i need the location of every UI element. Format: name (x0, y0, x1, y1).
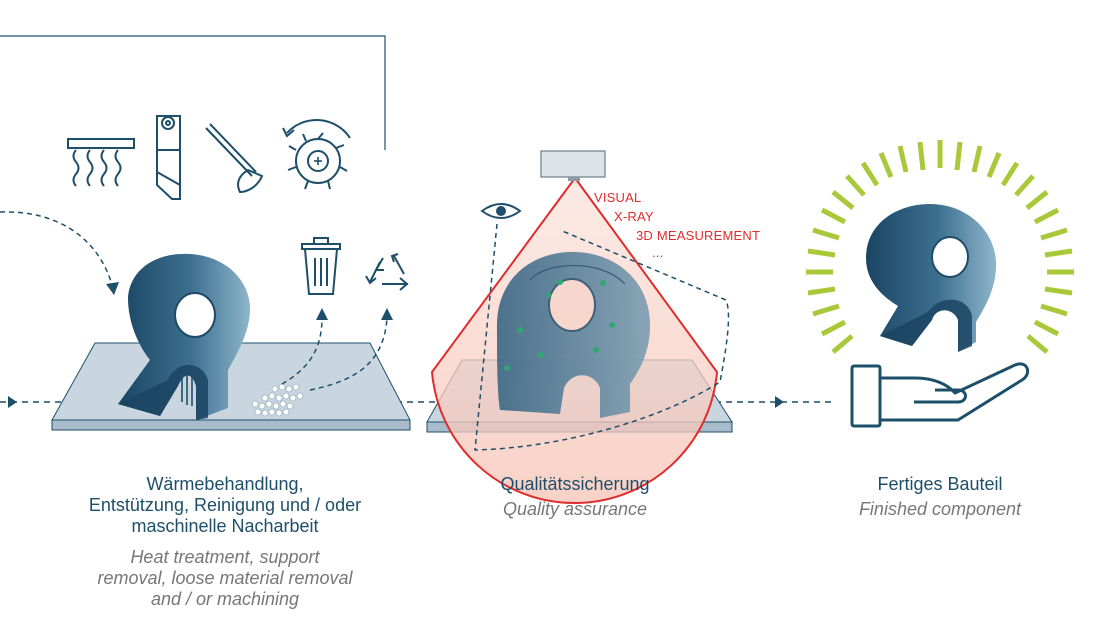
brush-icon (205, 123, 264, 194)
stage-2-part (496, 251, 651, 418)
qa-method-more: ... (652, 245, 664, 260)
process-arrow-3 (775, 396, 784, 408)
to-recycle-arrow (309, 317, 388, 391)
stage-3-subtitle: Finished component (858, 499, 1022, 519)
qa-method-visual: VISUAL (594, 190, 642, 205)
hand-icon (850, 362, 1030, 428)
heat-treatment-icon (67, 138, 135, 187)
eye-icon (480, 203, 522, 219)
stage-2-title: Qualitätssicherung (500, 474, 650, 494)
recycle-icon (365, 253, 409, 291)
to-trash-arrow (281, 317, 323, 385)
qa-method-3d-measurement: 3D MEASUREMENT (636, 228, 761, 243)
stage-3-caption: Fertiges Bauteil Finished component (810, 474, 1070, 520)
glow-static (806, 140, 1074, 354)
feedback-loop-line (0, 35, 386, 150)
cutter-icon (156, 115, 181, 200)
stage-2-subtitle: Quality assurance (502, 499, 648, 519)
stage-1-subtitle: Heat treatment, support removal, loose m… (97, 547, 353, 609)
stage-3-title: Fertiges Bauteil (877, 474, 1003, 494)
stage-1-title: Wärmebehandlung, Entstützung, Reinigung … (88, 474, 362, 536)
trash-icon (301, 237, 341, 295)
sight-line (474, 223, 730, 451)
milling-icon (282, 119, 351, 190)
camera-icon (540, 150, 606, 178)
qa-method-xray: X-RAY (614, 209, 654, 224)
incoming-curve-arrow (0, 211, 114, 289)
loose-powder (251, 383, 304, 417)
stage-3-part (866, 204, 997, 352)
stage-2-caption: Qualitätssicherung Quality assurance (440, 474, 710, 520)
stage-1-caption: Wärmebehandlung, Entstützung, Reinigung … (40, 474, 410, 610)
stage-1-part (118, 253, 251, 420)
process-arrow-1 (8, 396, 17, 408)
